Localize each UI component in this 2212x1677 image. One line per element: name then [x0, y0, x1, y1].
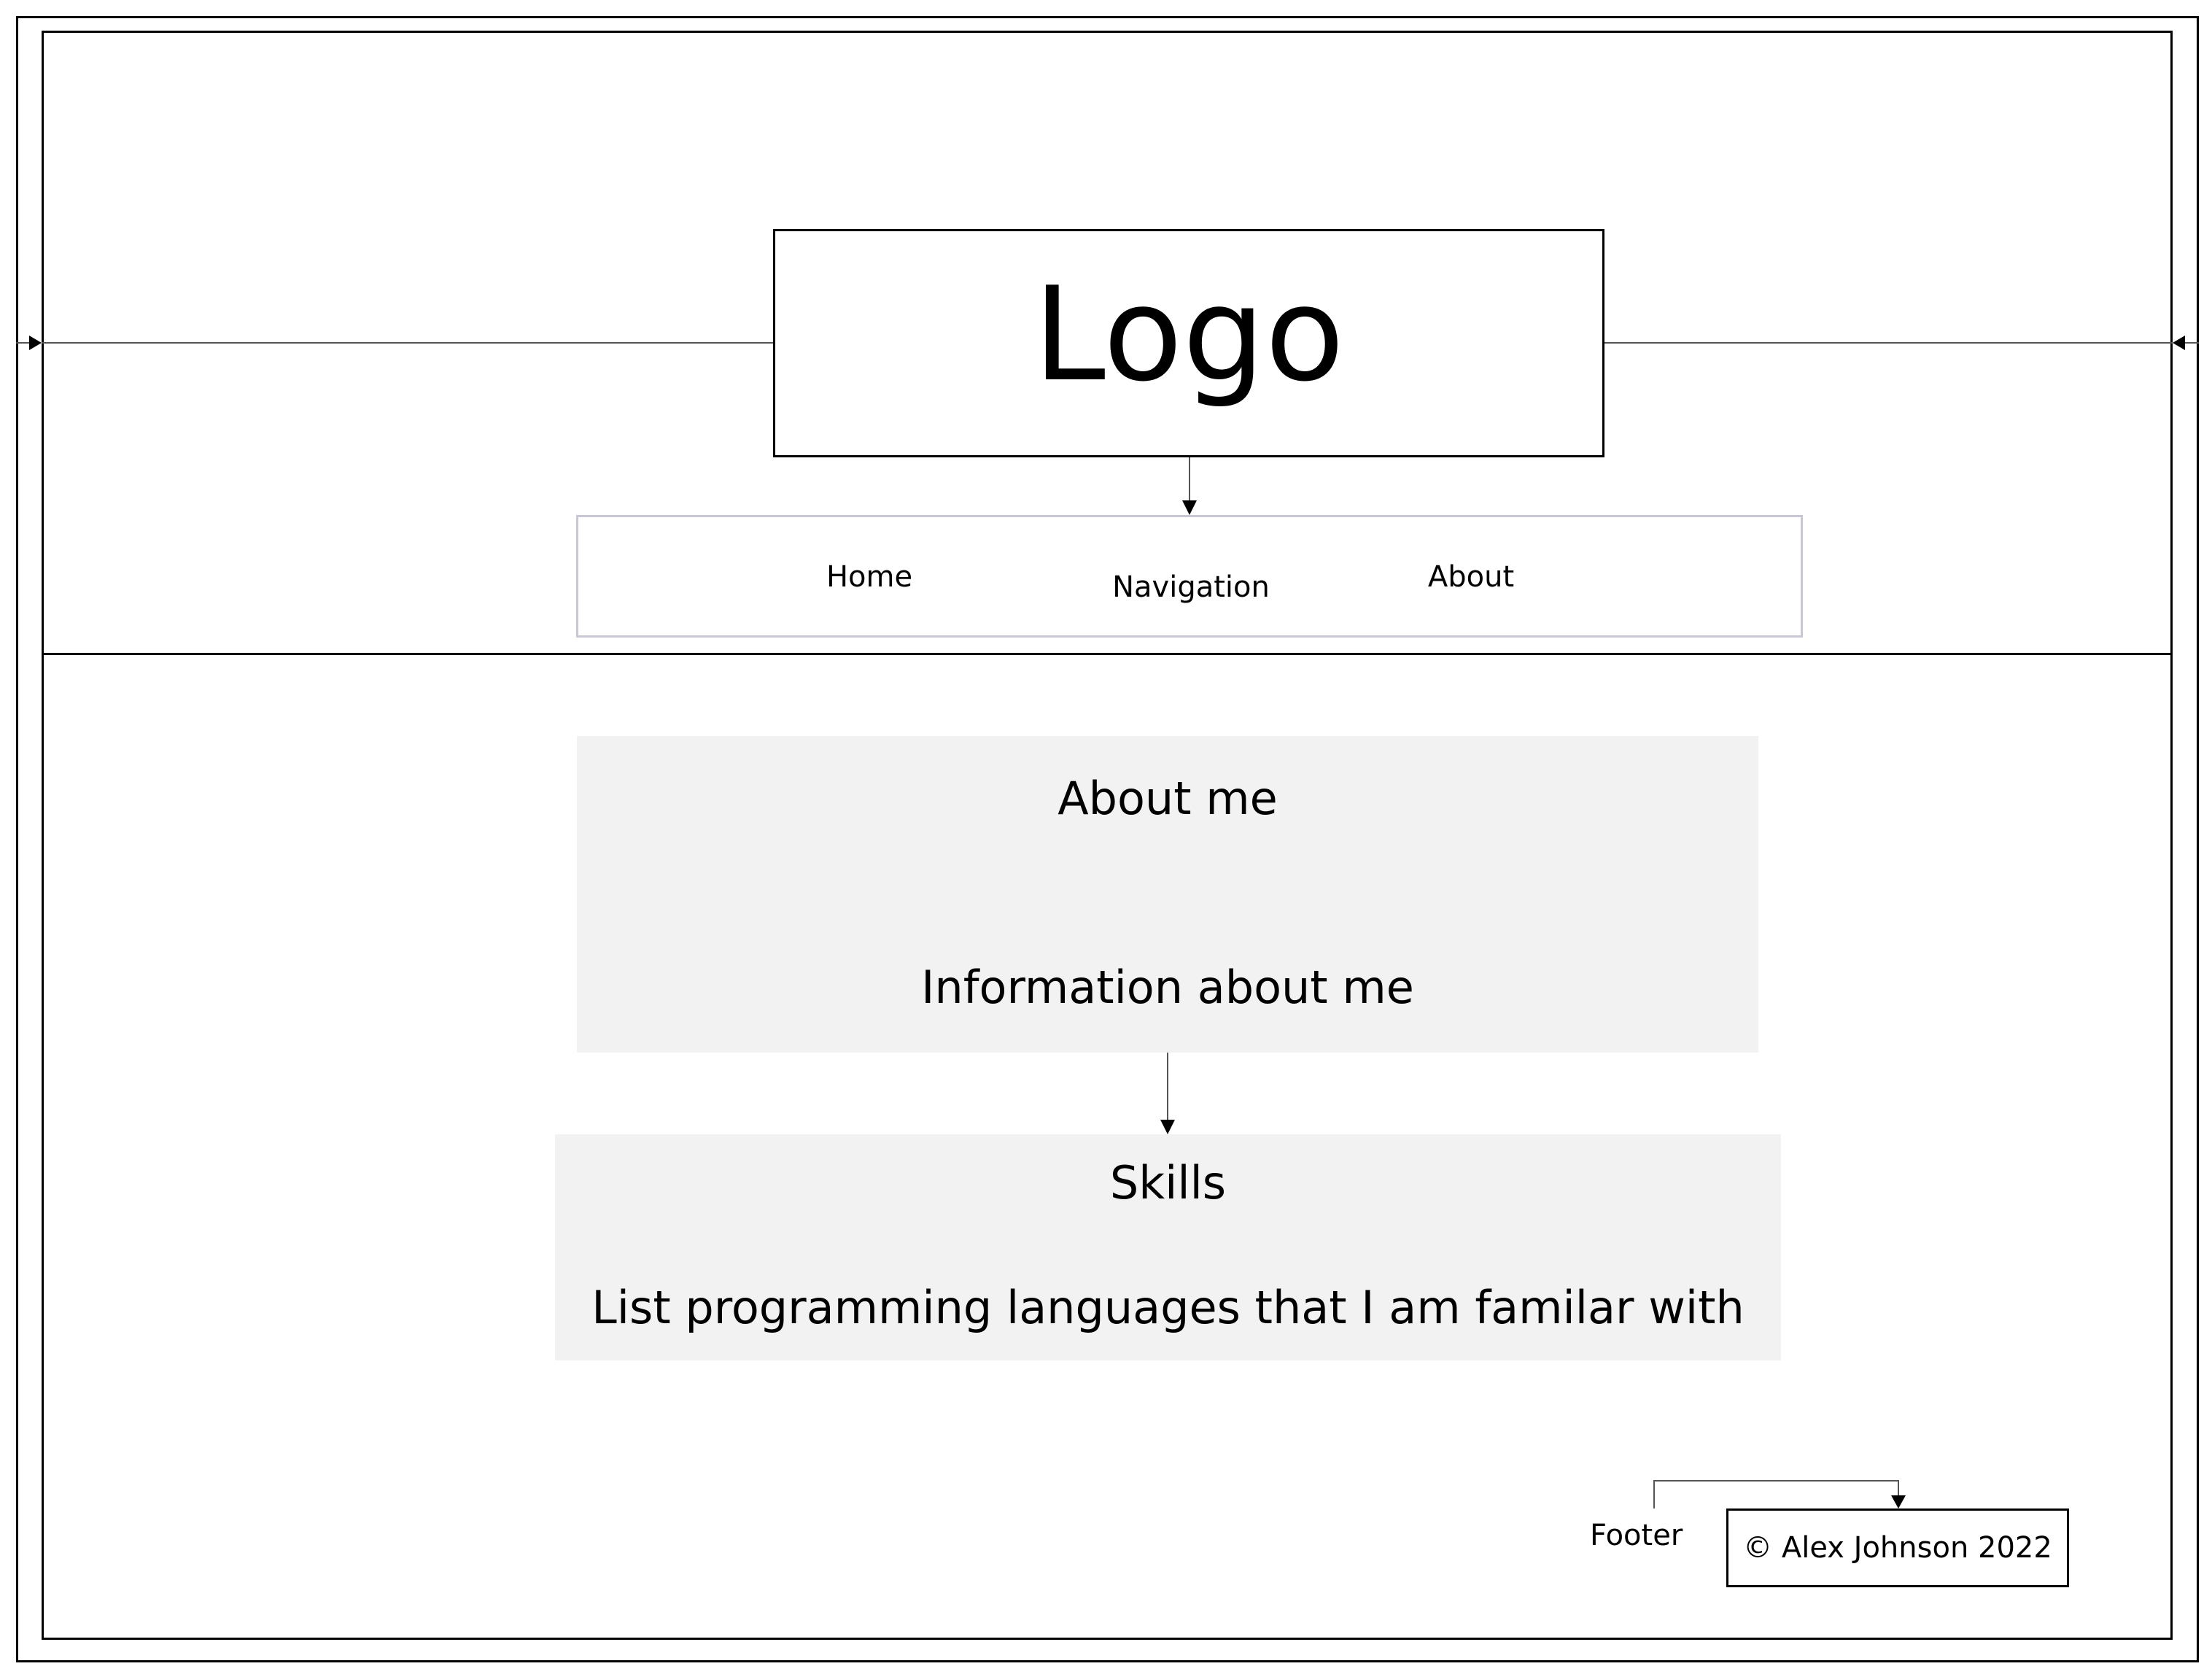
nav-item-home[interactable]: Home: [826, 560, 913, 594]
nav-item-about[interactable]: About: [1427, 560, 1515, 594]
copyright-box: © Alex Johnson 2022: [1726, 1508, 2069, 1587]
navigation-bar: Home Navigation About: [576, 515, 1803, 638]
skills-section: Skills List programming languages that I…: [555, 1134, 1781, 1360]
right-arrowhead-icon: [2173, 336, 2185, 350]
down-arrowhead-icon: [1160, 1120, 1175, 1134]
copyright-text: © Alex Johnson 2022: [1743, 1531, 2052, 1565]
about-title: About me: [1058, 772, 1278, 825]
skills-title: Skills: [1109, 1156, 1227, 1209]
page-frame: [42, 31, 2173, 1640]
about-body: Information about me: [921, 961, 1414, 1014]
logo-box[interactable]: Logo: [773, 229, 1604, 457]
footer-label: Footer: [1590, 1519, 1683, 1552]
down-arrowhead-icon: [1891, 1495, 1906, 1508]
outer-frame: [16, 16, 2199, 1662]
navigation-label: Navigation: [1112, 570, 1270, 604]
footer-connector: [1653, 1480, 1899, 1508]
about-section: About me Information about me: [577, 736, 1758, 1053]
header-divider: [42, 653, 2173, 655]
left-arrowhead-icon: [29, 336, 42, 350]
skills-body: List programming languages that I am fam…: [591, 1281, 1745, 1334]
logo-text: Logo: [1033, 258, 1345, 410]
down-arrowhead-icon: [1182, 500, 1197, 515]
